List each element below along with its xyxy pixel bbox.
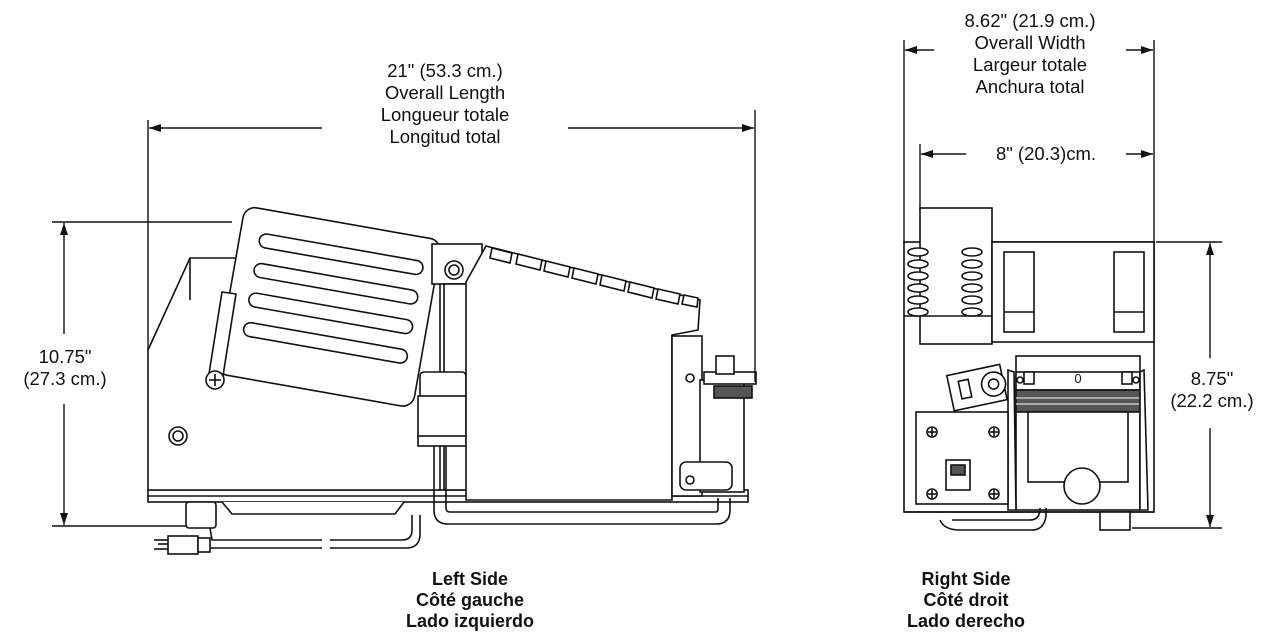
right-hose: [939, 507, 1047, 531]
left-height-value: 10.75": [38, 346, 92, 367]
inner-width-value: 8" (20.3)cm.: [995, 143, 1097, 164]
top-bracket: [431, 243, 483, 285]
switch-panel: [915, 411, 1009, 505]
overall-length-label: 21" (53.3 cm.) Overall Length Longueur t…: [345, 60, 545, 148]
overall-width-value: 8.62" (21.9 cm.): [964, 10, 1096, 31]
inner-width-label: 8" (20.3)cm.: [966, 143, 1126, 165]
overall-width-fr: Largeur totale: [972, 54, 1088, 75]
overall-width-es: Anchura total: [975, 76, 1085, 97]
right-height-cm: (22.2 cm.): [1170, 390, 1254, 411]
reservoir-top: [991, 241, 1155, 343]
panel-handle: [205, 291, 237, 390]
right-view-title-fr: Côté droit: [923, 590, 1009, 610]
right-side-view: [903, 207, 1155, 531]
right-view-title-en: Right Side: [921, 569, 1011, 589]
left-view-caption: Left Side Côté gauche Lado izquierdo: [370, 569, 570, 632]
heat-shield-panel: [216, 206, 441, 407]
left-end-mechanism: [671, 335, 757, 497]
left-side-view: [147, 206, 757, 555]
hose-clamp: [417, 371, 467, 447]
left-nut-lower: [168, 426, 188, 446]
overall-width-en: Overall Width: [974, 32, 1086, 53]
left-view-title-en: Left Side: [431, 569, 508, 589]
overall-width-label: 8.62" (21.9 cm.) Overall Width Largeur t…: [930, 10, 1130, 98]
overall-length-value: 21" (53.3 cm.): [387, 60, 503, 81]
left-height-label: 10.75" (27.3 cm.): [0, 346, 130, 390]
right-height-label: 8.75" (22.2 cm.): [1150, 368, 1274, 412]
overall-length-es: Longitud total: [389, 126, 501, 147]
left-reservoir: [465, 245, 701, 501]
left-view-title-es: Lado izquierdo: [406, 611, 534, 631]
power-cord: [154, 515, 421, 555]
dimension-lines: [52, 40, 1222, 529]
top-keys: [489, 247, 699, 308]
overall-length-fr: Longueur totale: [380, 104, 510, 125]
adjustment-dial: [945, 363, 1009, 412]
overall-length-en: Overall Length: [384, 82, 506, 103]
right-view-title-es: Lado derecho: [906, 611, 1026, 631]
feeder-mechanism: [1007, 355, 1149, 511]
right-height-value: 8.75": [1190, 368, 1234, 389]
left-height-cm: (27.3 cm.): [23, 368, 107, 389]
zero-mark: 0: [1074, 371, 1081, 386]
hose: [433, 446, 731, 525]
left-view-title-fr: Côté gauche: [415, 590, 525, 610]
right-view-caption: Right Side Côté droit Lado derecho: [866, 569, 1066, 632]
